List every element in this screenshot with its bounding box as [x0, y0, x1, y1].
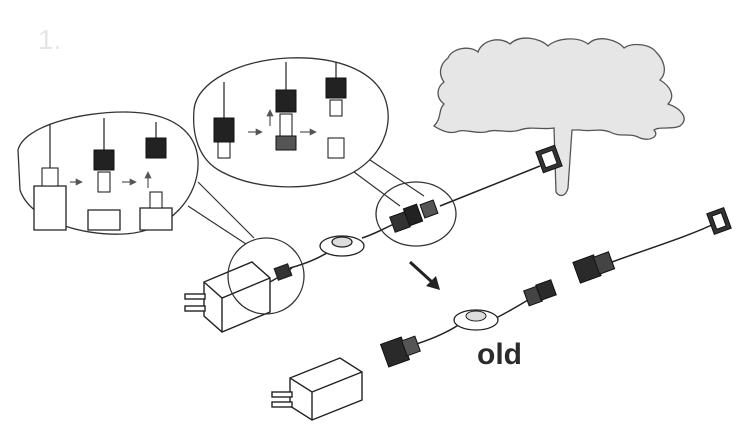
foot-switch-icon — [319, 235, 365, 257]
extension-cable — [572, 206, 732, 284]
direction-arrow-icon — [408, 260, 434, 284]
power-adapter-icon — [184, 261, 293, 333]
zoom-circle-connector — [375, 181, 457, 247]
old-cable — [379, 279, 557, 368]
old-label: old — [477, 338, 522, 371]
direction-arrowhead — [426, 276, 440, 290]
zoom-bubble-adapter — [17, 111, 255, 245]
zoom-bubble-connector — [192, 57, 425, 207]
tree-stake-icon — [432, 37, 685, 197]
step-number: 1. — [38, 24, 62, 55]
old-power-adapter — [271, 357, 363, 421]
screw-connector-icon — [389, 199, 439, 233]
zoom-circle-adapter — [227, 237, 305, 315]
